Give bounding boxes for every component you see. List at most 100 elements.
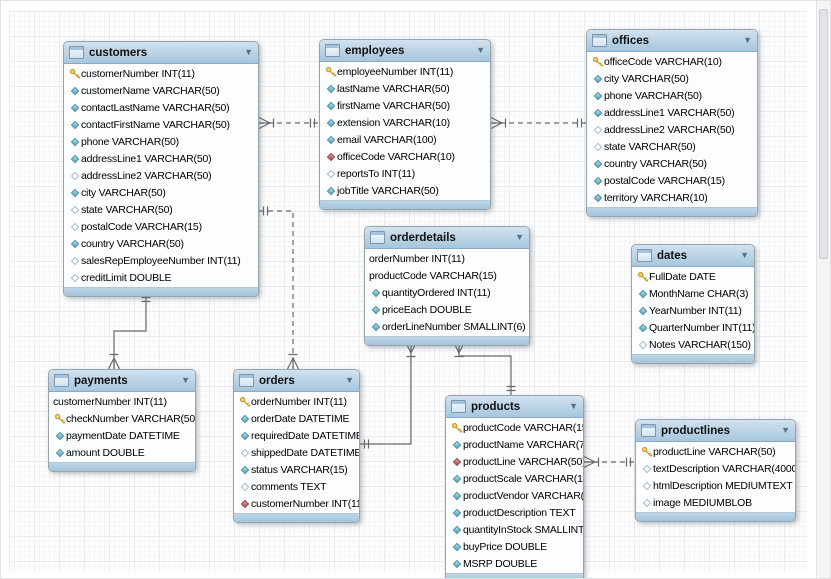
collapse-arrow-icon[interactable]: ▼ xyxy=(781,425,790,435)
column-row[interactable]: state VARCHAR(50) xyxy=(587,138,757,155)
column-row[interactable]: customerName VARCHAR(50) xyxy=(64,82,258,99)
column-row[interactable]: territory VARCHAR(10) xyxy=(587,189,757,206)
table-header[interactable]: orders▼ xyxy=(234,370,359,392)
column-row[interactable]: textDescription VARCHAR(4000) xyxy=(636,460,795,477)
table-header[interactable]: orderdetails▼ xyxy=(365,227,529,249)
column-row[interactable]: contactFirstName VARCHAR(50) xyxy=(64,116,258,133)
table-header[interactable]: customers▼ xyxy=(64,42,258,64)
vertical-scrollbar[interactable] xyxy=(816,1,830,578)
column-label: officeCode VARCHAR(10) xyxy=(604,55,722,68)
column-row[interactable]: employeeNumber INT(11) xyxy=(320,63,490,80)
collapse-arrow-icon[interactable]: ▼ xyxy=(740,250,749,260)
column-row[interactable]: MonthName CHAR(3) xyxy=(632,285,754,302)
column-row[interactable]: country VARCHAR(50) xyxy=(587,155,757,172)
column-row[interactable]: Notes VARCHAR(150) xyxy=(632,336,754,353)
column-row[interactable]: postalCode VARCHAR(15) xyxy=(64,218,258,235)
column-row[interactable]: phone VARCHAR(50) xyxy=(64,133,258,150)
column-row[interactable]: buyPrice DOUBLE xyxy=(446,538,583,555)
column-row[interactable]: checkNumber VARCHAR(50) xyxy=(49,410,195,427)
column-row[interactable]: quantityOrdered INT(11) xyxy=(365,284,529,301)
column-row[interactable]: amount DOUBLE xyxy=(49,444,195,461)
table-node-customers[interactable]: customers▼customerNumber INT(11)customer… xyxy=(63,41,259,297)
column-row[interactable]: productScale VARCHAR(10) xyxy=(446,470,583,487)
column-row[interactable]: creditLimit DOUBLE xyxy=(64,269,258,286)
column-row[interactable]: productName VARCHAR(70) xyxy=(446,436,583,453)
column-row[interactable]: requiredDate DATETIME xyxy=(234,427,359,444)
column-label: orderNumber INT(11) xyxy=(369,252,465,265)
column-row[interactable]: image MEDIUMBLOB xyxy=(636,494,795,511)
column-row[interactable]: productDescription TEXT xyxy=(446,504,583,521)
column-row[interactable]: salesRepEmployeeNumber INT(11) xyxy=(64,252,258,269)
table-node-orders[interactable]: orders▼orderNumber INT(11)orderDate DATE… xyxy=(233,369,360,523)
collapse-arrow-icon[interactable]: ▼ xyxy=(476,45,485,55)
column-row[interactable]: FullDate DATE xyxy=(632,268,754,285)
column-row[interactable]: officeCode VARCHAR(10) xyxy=(320,148,490,165)
table-header[interactable]: productlines▼ xyxy=(636,420,795,442)
column-row[interactable]: orderLineNumber SMALLINT(6) xyxy=(365,318,529,335)
column-row[interactable]: firstName VARCHAR(50) xyxy=(320,97,490,114)
column-row[interactable]: state VARCHAR(50) xyxy=(64,201,258,218)
not-null-column-icon xyxy=(324,186,337,195)
column-row[interactable]: jobTitle VARCHAR(50) xyxy=(320,182,490,199)
table-node-orderdetails[interactable]: orderdetails▼ orderNumber INT(11) productC… xyxy=(364,226,530,346)
column-row[interactable]: phone VARCHAR(50) xyxy=(587,87,757,104)
column-row[interactable]: htmlDescription MEDIUMTEXT xyxy=(636,477,795,494)
column-row[interactable]: contactLastName VARCHAR(50) xyxy=(64,99,258,116)
column-row[interactable]: customerNumber INT(11) xyxy=(234,495,359,512)
column-row[interactable]: productCode VARCHAR(15) xyxy=(446,419,583,436)
table-title: employees xyxy=(345,44,405,57)
table-node-payments[interactable]: payments▼customerNumber INT(11)checkNumb… xyxy=(48,369,196,472)
column-row[interactable]: city VARCHAR(50) xyxy=(587,70,757,87)
column-label: addressLine2 VARCHAR(50) xyxy=(81,169,212,182)
column-row[interactable]: extension VARCHAR(10) xyxy=(320,114,490,131)
column-row[interactable]: YearNumber INT(11) xyxy=(632,302,754,319)
collapse-arrow-icon[interactable]: ▼ xyxy=(515,232,524,242)
column-row[interactable]: city VARCHAR(50) xyxy=(64,184,258,201)
column-row[interactable]: addressLine2 VARCHAR(50) xyxy=(587,121,757,138)
column-row[interactable]: productCode VARCHAR(15) xyxy=(365,267,529,284)
collapse-arrow-icon[interactable]: ▼ xyxy=(569,401,578,411)
column-row[interactable]: lastName VARCHAR(50) xyxy=(320,80,490,97)
table-header[interactable]: products▼ xyxy=(446,396,583,418)
table-node-products[interactable]: products▼productCode VARCHAR(15)productN… xyxy=(445,395,584,578)
column-label: QuarterNumber INT(11) xyxy=(649,321,754,334)
column-row[interactable]: orderNumber INT(11) xyxy=(365,250,529,267)
column-row[interactable]: email VARCHAR(100) xyxy=(320,131,490,148)
column-row[interactable]: productLine VARCHAR(50) xyxy=(636,443,795,460)
collapse-arrow-icon[interactable]: ▼ xyxy=(743,35,752,45)
scrollbar-thumb[interactable] xyxy=(819,9,828,259)
column-row[interactable]: paymentDate DATETIME xyxy=(49,427,195,444)
collapse-arrow-icon[interactable]: ▼ xyxy=(244,47,253,57)
column-row[interactable]: quantityInStock SMALLINT(6) xyxy=(446,521,583,538)
column-row[interactable]: orderDate DATETIME xyxy=(234,410,359,427)
column-row[interactable]: shippedDate DATETIME xyxy=(234,444,359,461)
column-row[interactable]: addressLine1 VARCHAR(50) xyxy=(587,104,757,121)
column-row[interactable]: QuarterNumber INT(11) xyxy=(632,319,754,336)
column-label: creditLimit DOUBLE xyxy=(81,271,172,284)
table-node-employees[interactable]: employees ▼ employeeNumber INT(11)lastName… xyxy=(319,39,491,210)
column-row[interactable]: addressLine1 VARCHAR(50) xyxy=(64,150,258,167)
column-row[interactable]: customerNumber INT(11) xyxy=(64,65,258,82)
table-node-productlines[interactable]: productlines▼productLine VARCHAR(50)text… xyxy=(635,419,796,522)
column-row[interactable]: productLine VARCHAR(50) xyxy=(446,453,583,470)
column-row[interactable]: country VARCHAR(50) xyxy=(64,235,258,252)
table-header[interactable]: employees ▼ xyxy=(320,40,490,62)
column-row[interactable]: productVendor VARCHAR(50) xyxy=(446,487,583,504)
column-row[interactable]: status VARCHAR(15) xyxy=(234,461,359,478)
column-row[interactable]: comments TEXT xyxy=(234,478,359,495)
column-row[interactable]: MSRP DOUBLE xyxy=(446,555,583,572)
collapse-arrow-icon[interactable]: ▼ xyxy=(345,375,354,385)
column-row[interactable]: orderNumber INT(11) xyxy=(234,393,359,410)
collapse-arrow-icon[interactable]: ▼ xyxy=(181,375,190,385)
table-header[interactable]: offices▼ xyxy=(587,30,757,52)
column-row[interactable]: officeCode VARCHAR(10) xyxy=(587,53,757,70)
column-row[interactable]: addressLine2 VARCHAR(50) xyxy=(64,167,258,184)
table-header[interactable]: dates▼ xyxy=(632,245,754,267)
column-row[interactable]: postalCode VARCHAR(15) xyxy=(587,172,757,189)
column-row[interactable]: customerNumber INT(11) xyxy=(49,393,195,410)
table-header[interactable]: payments▼ xyxy=(49,370,195,392)
column-row[interactable]: reportsTo INT(11) xyxy=(320,165,490,182)
column-row[interactable]: priceEach DOUBLE xyxy=(365,301,529,318)
table-node-offices[interactable]: offices▼ officeCode VARCHAR(10) city VARCH… xyxy=(586,29,758,217)
